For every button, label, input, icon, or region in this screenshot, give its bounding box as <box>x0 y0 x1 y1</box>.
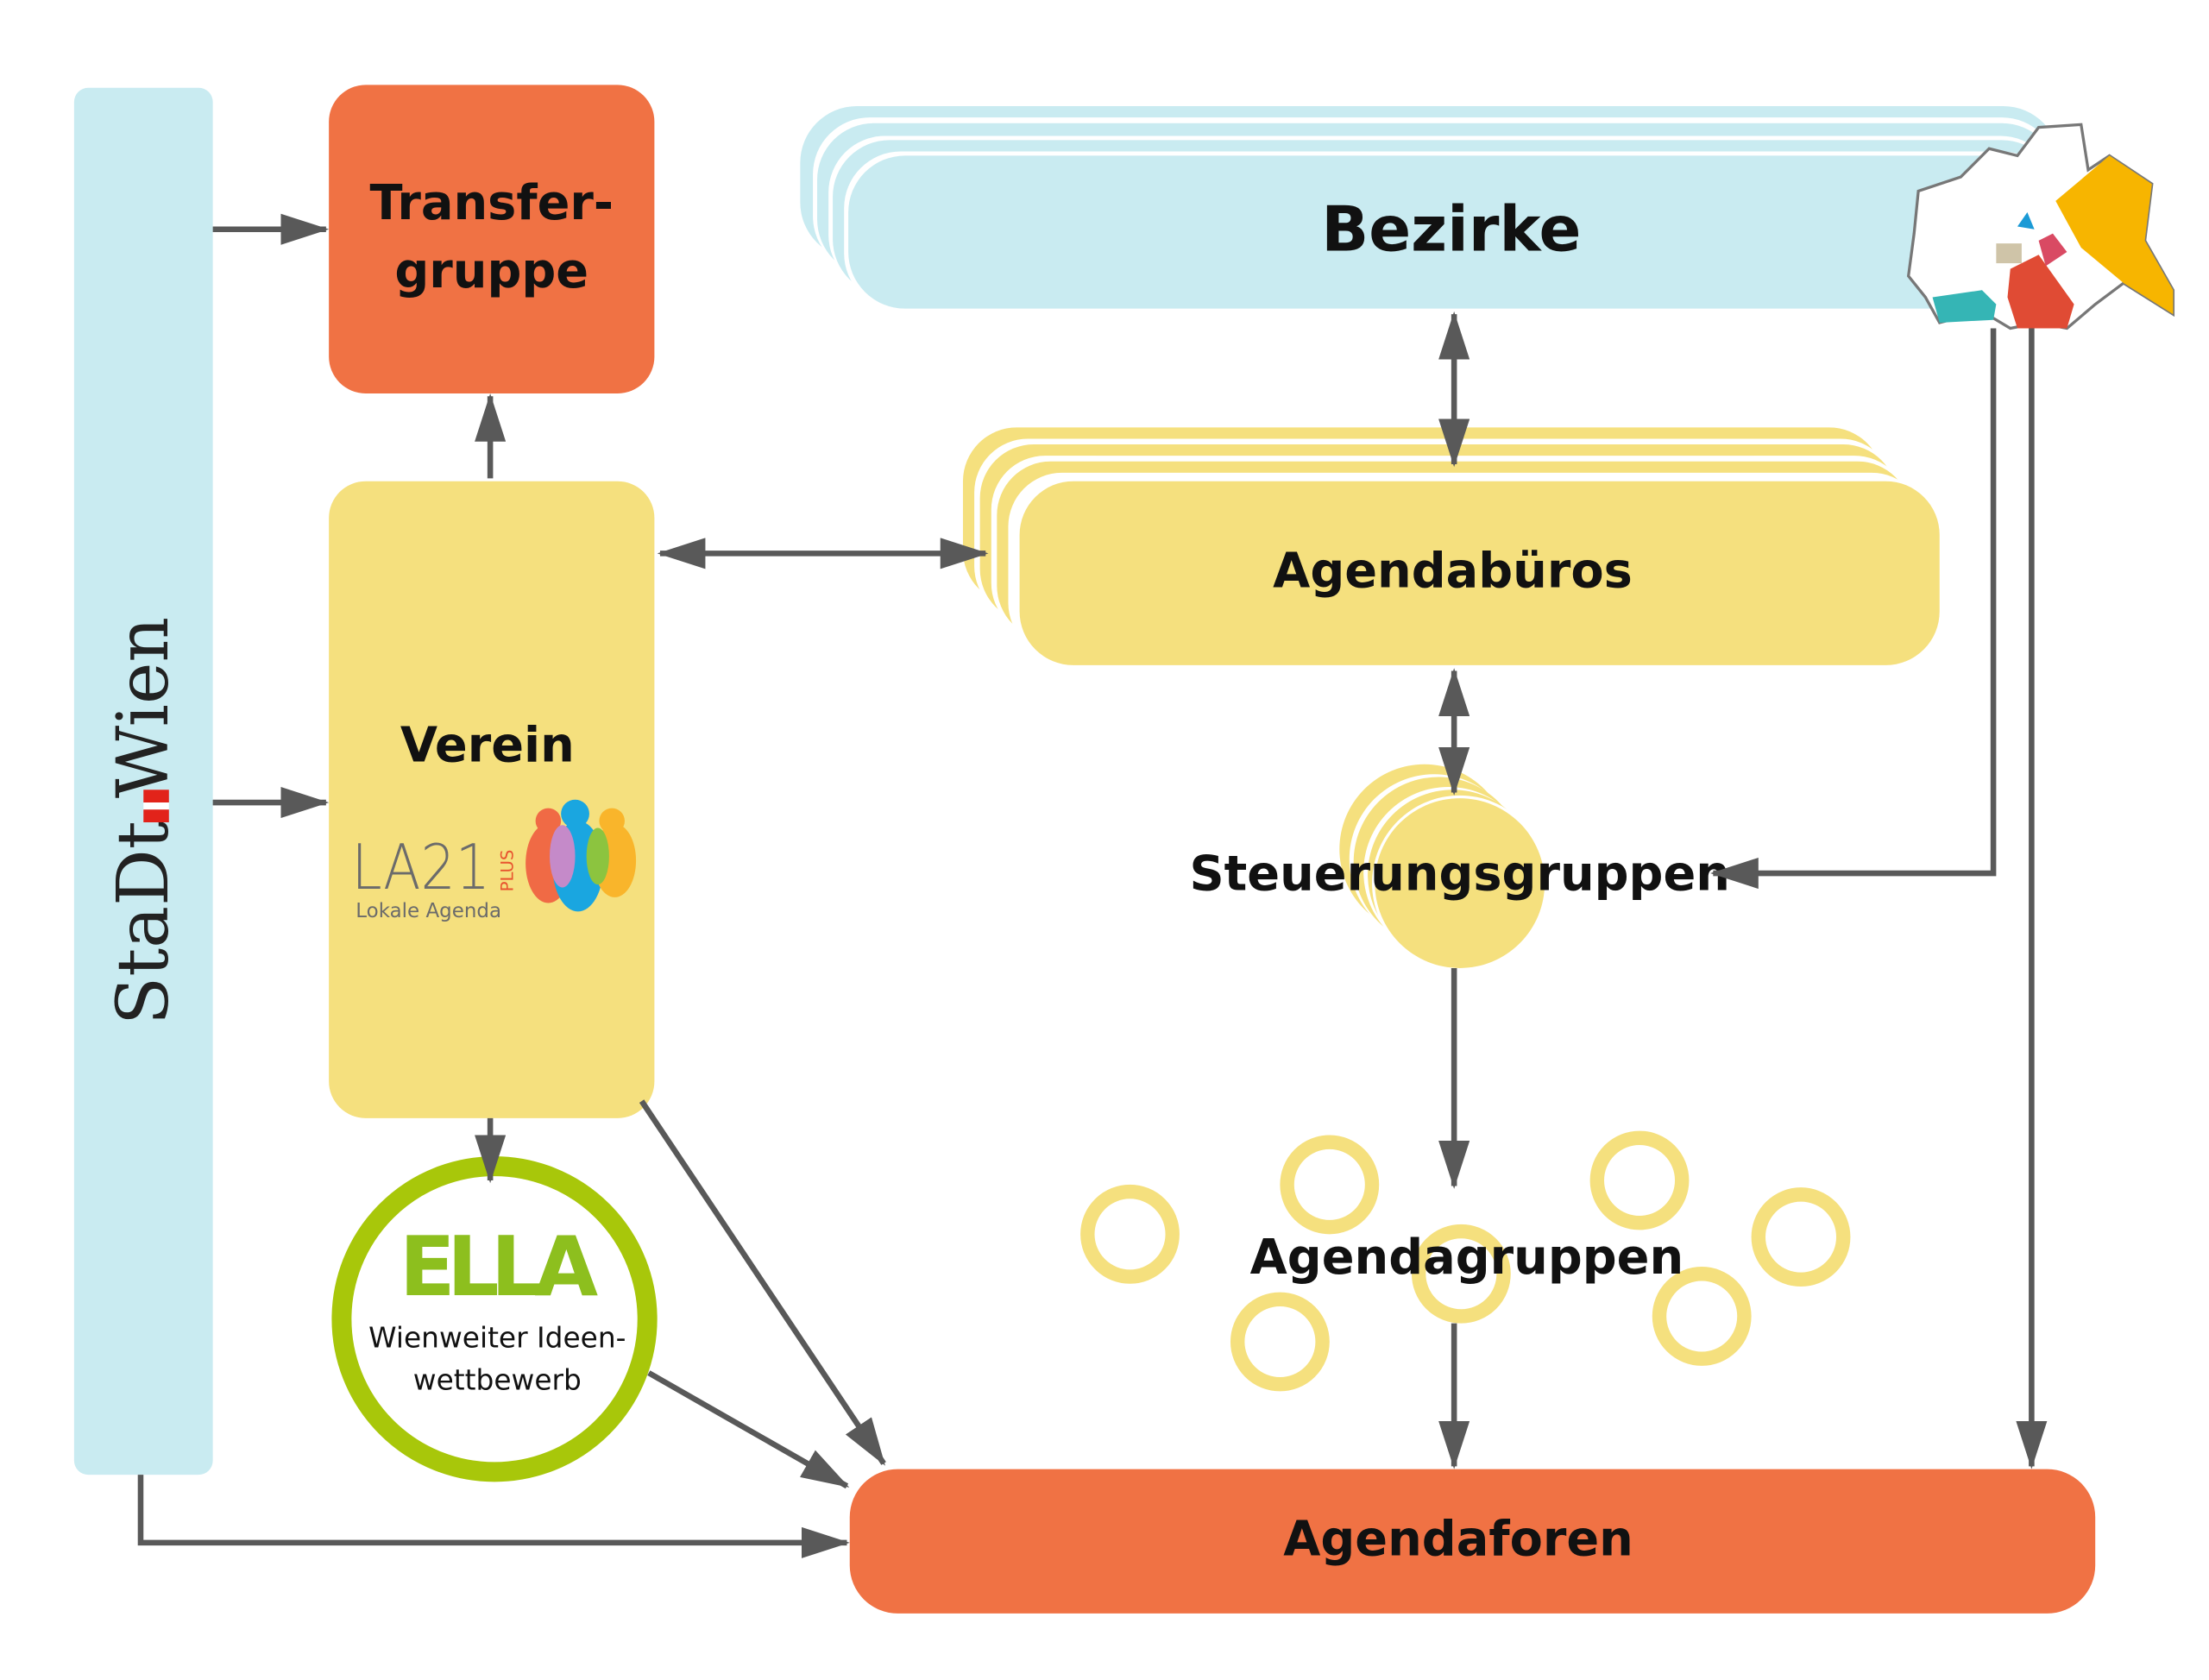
vienna-flag-icon <box>143 790 169 822</box>
agendagruppe-ring <box>1652 1267 1752 1366</box>
agendagruppe-ring <box>1280 1135 1380 1235</box>
la21-logo: LA21 PLUS Lokale Agenda <box>351 799 637 922</box>
agendaforen-box: Agendaforen <box>849 1469 2096 1614</box>
arrow-stadt-to-foren <box>137 1475 850 1558</box>
ella-logo: ELLA <box>400 1220 599 1315</box>
transfergruppe-label-1: Transfer- <box>369 175 614 231</box>
arrow-bezirke-to-steuerung <box>1710 328 1997 890</box>
agendaforen-label: Agendaforen <box>1283 1512 1633 1568</box>
agendagruppen-rings <box>1080 1130 1851 1392</box>
steuerungsgruppen-stack: Steuerungsgruppen <box>1189 764 1730 972</box>
verein-label: Verein <box>400 717 575 773</box>
agendagruppe-ring <box>1751 1187 1851 1287</box>
steuerungsgruppen-label: Steuerungsgruppen <box>1189 846 1729 903</box>
agendabueros-stack: Agendabüros <box>962 427 1940 665</box>
la21-logo-main: LA21 <box>351 832 490 904</box>
stadt-wien-bar: StaDt Wien <box>73 87 213 1476</box>
bezirke-stack: Bezirke <box>800 106 2061 311</box>
ella-label-2: wettbewerb <box>413 1364 582 1397</box>
transfergruppe-label-2: gruppe <box>394 243 588 299</box>
agendagruppe-ring <box>1080 1184 1180 1284</box>
la21-logo-plus: PLUS <box>497 850 517 892</box>
ella-label-1: Wienweiter Ideen- <box>368 1322 626 1355</box>
people-figures-icon <box>526 799 637 912</box>
connector-arrows <box>137 213 2048 1558</box>
vienna-districts-map-icon <box>1906 123 2175 330</box>
agendabueros-label: Agendabüros <box>1273 544 1633 600</box>
agendagruppe-ring <box>1589 1130 1690 1230</box>
agendagruppen-label: Agendagruppen <box>1250 1230 1683 1286</box>
arrow-verein-to-foren <box>639 1099 886 1466</box>
transfergruppe-box: Transfer- gruppe <box>329 85 655 393</box>
la21-logo-sub: Lokale Agenda <box>356 900 501 922</box>
ella-circle: ELLA Wienweiter Ideen- wettbewerb <box>331 1156 658 1482</box>
agendagruppe-ring <box>1230 1292 1330 1392</box>
verein-box: Verein LA21 PLUS Lokale Agenda <box>329 481 655 1118</box>
arrow-ella-to-foren <box>647 1370 850 1489</box>
agendagruppe-ring <box>1411 1224 1511 1324</box>
bezirke-label: Bezirke <box>1321 193 1581 266</box>
